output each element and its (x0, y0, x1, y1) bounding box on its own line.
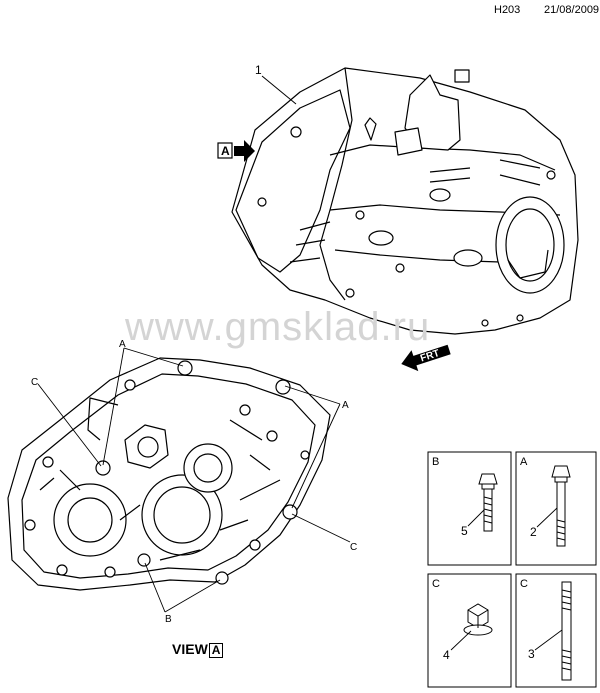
svg-text:FRT: FRT (419, 348, 441, 364)
part-box-b (427, 451, 512, 566)
callout-c-left: C (31, 377, 38, 388)
callout-c-right: C (350, 542, 357, 553)
view-letter-box: A (208, 643, 224, 658)
bellhousing-view (7, 357, 331, 591)
part-leaders (450, 507, 563, 651)
long-bolt-icon (551, 465, 571, 547)
transmission-assembly (231, 67, 579, 335)
callout-1-leader (261, 75, 297, 105)
nut-icon (463, 603, 493, 636)
callout-a-top: A (119, 339, 126, 350)
view-arrow-a: A (217, 140, 255, 162)
drawing-code: H203 (494, 4, 521, 16)
part-letter-c-nut: C (432, 578, 440, 590)
callout-a-right: A (342, 400, 349, 411)
view-title: VIEW (172, 641, 208, 657)
watermark: www.gmsklad.ru (125, 305, 431, 349)
part-letter-c-stud: C (520, 578, 528, 590)
drawing-date: 21/08/2009 (544, 4, 600, 16)
svg-text:A: A (221, 144, 230, 158)
part-letter-a: A (520, 456, 528, 468)
part-number-4: 4 (443, 648, 450, 662)
part-letter-b: B (432, 456, 439, 468)
part-number-5: 5 (461, 524, 468, 538)
view-leaders (37, 347, 351, 613)
part-number-2: 2 (530, 525, 537, 539)
callout-b-bottom: B (165, 614, 172, 625)
part-box-c-stud (515, 573, 597, 688)
callout-1: 1 (255, 63, 262, 77)
stud-icon (561, 581, 572, 681)
part-number-3: 3 (528, 647, 535, 661)
